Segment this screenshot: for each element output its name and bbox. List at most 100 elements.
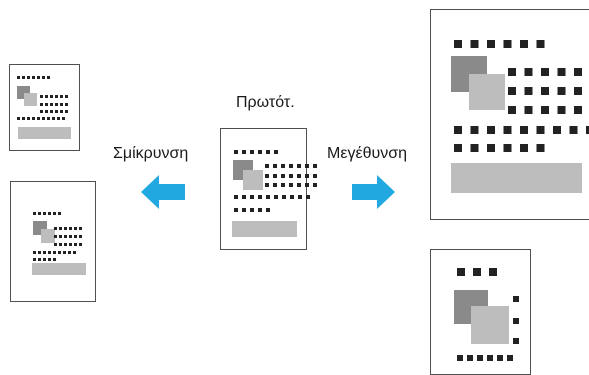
text-bar [232, 221, 297, 237]
header-dots [242, 150, 246, 154]
arrow-left-icon [141, 175, 185, 209]
text-dots-row [569, 126, 578, 134]
text-dots-row [60, 110, 63, 113]
image-light-square [24, 93, 37, 106]
header-dots [487, 40, 495, 48]
text-dots-row [541, 106, 549, 114]
text-dots-row [234, 208, 238, 212]
text-dots-row [313, 164, 317, 168]
text-dots-row [306, 195, 310, 199]
header-dots [266, 150, 270, 154]
header-dots [250, 150, 254, 154]
enlarge-label: Μεγέθυνση [327, 145, 408, 162]
text-dots-row [40, 95, 43, 98]
text-dots-row [59, 243, 62, 246]
text-dots-row [74, 227, 77, 230]
text-dots-row [507, 355, 513, 361]
text-dots-row [63, 251, 66, 254]
text-dots-row [57, 117, 60, 120]
text-dots-row [65, 95, 68, 98]
text-dots-row [305, 164, 309, 168]
header-dots [457, 268, 465, 276]
text-dots-row [503, 144, 512, 152]
header-dots [470, 40, 479, 48]
text-dots-row [79, 235, 82, 238]
text-dots-row [33, 251, 36, 254]
text-dots-row [60, 95, 63, 98]
text-dots-row [497, 355, 503, 361]
text-dots-row [65, 103, 68, 106]
text-dots-row [69, 227, 72, 230]
text-dots-row [74, 235, 77, 238]
text-dots-row [470, 144, 479, 152]
text-dots-row [53, 251, 56, 254]
text-dots-row [520, 126, 528, 134]
text-dots-row [64, 227, 67, 230]
text-dots-row [43, 258, 46, 261]
text-dots-row [42, 117, 45, 120]
header-dots [43, 212, 46, 215]
header-dots [520, 40, 528, 48]
text-dots-row [266, 208, 270, 212]
text-dots-row [64, 243, 67, 246]
header-dots [33, 212, 36, 215]
text-dots-row [536, 144, 545, 152]
text-dots-row [574, 68, 582, 76]
text-dots-row [59, 235, 62, 238]
text-dots-row [508, 87, 516, 95]
text-dots-row [557, 68, 566, 76]
text-dots-row [45, 95, 48, 98]
text-dots-row [37, 117, 40, 120]
text-dots-row [289, 164, 293, 168]
header-dots [17, 76, 20, 79]
text-dots-row [27, 117, 30, 120]
text-dots-row [457, 355, 463, 361]
image-light-square [471, 306, 509, 344]
text-dots-row [79, 227, 82, 230]
image-light-square [469, 74, 505, 110]
text-dots-row [234, 195, 238, 199]
text-dots-row [242, 208, 246, 212]
header-dots [274, 150, 278, 154]
text-dots-row [574, 87, 582, 95]
text-dots-row [524, 68, 533, 76]
header-dots [53, 212, 56, 215]
text-dots-row [54, 235, 57, 238]
text-dots-row [477, 355, 483, 361]
text-dots-row [38, 251, 41, 254]
text-dots-row [273, 183, 277, 187]
text-dots-row [305, 174, 309, 178]
text-dots-row [52, 117, 55, 120]
text-dots-row [536, 126, 545, 134]
header-dots [58, 212, 61, 215]
text-dots-row [32, 117, 35, 120]
text-dots-row [60, 103, 63, 106]
text-dots-row [297, 164, 301, 168]
text-dots-row [586, 126, 589, 134]
text-dots-row [508, 106, 516, 114]
text-dots-row [282, 195, 286, 199]
header-dots [473, 268, 481, 276]
text-dots-row [454, 126, 462, 134]
text-dots-row [22, 117, 25, 120]
header-dots [38, 212, 41, 215]
text-dots-row [53, 258, 56, 261]
text-dots-row [58, 251, 61, 254]
text-dots-row [467, 355, 473, 361]
header-dots [27, 76, 30, 79]
text-dots-row [524, 87, 533, 95]
image-light-square [41, 229, 55, 243]
text-dots-row [43, 251, 46, 254]
text-dots-row [298, 195, 302, 199]
header-dots [42, 76, 45, 79]
original-label: Πρωτότ. [236, 94, 295, 111]
text-dots-row [50, 103, 53, 106]
text-dots-row [524, 106, 533, 114]
header-dots [258, 150, 262, 154]
text-dots-row [38, 258, 41, 261]
text-dots-row [470, 126, 479, 134]
text-dots-row [513, 296, 519, 302]
text-dots-row [274, 195, 278, 199]
text-dots-row [69, 243, 72, 246]
image-light-square [243, 170, 263, 190]
